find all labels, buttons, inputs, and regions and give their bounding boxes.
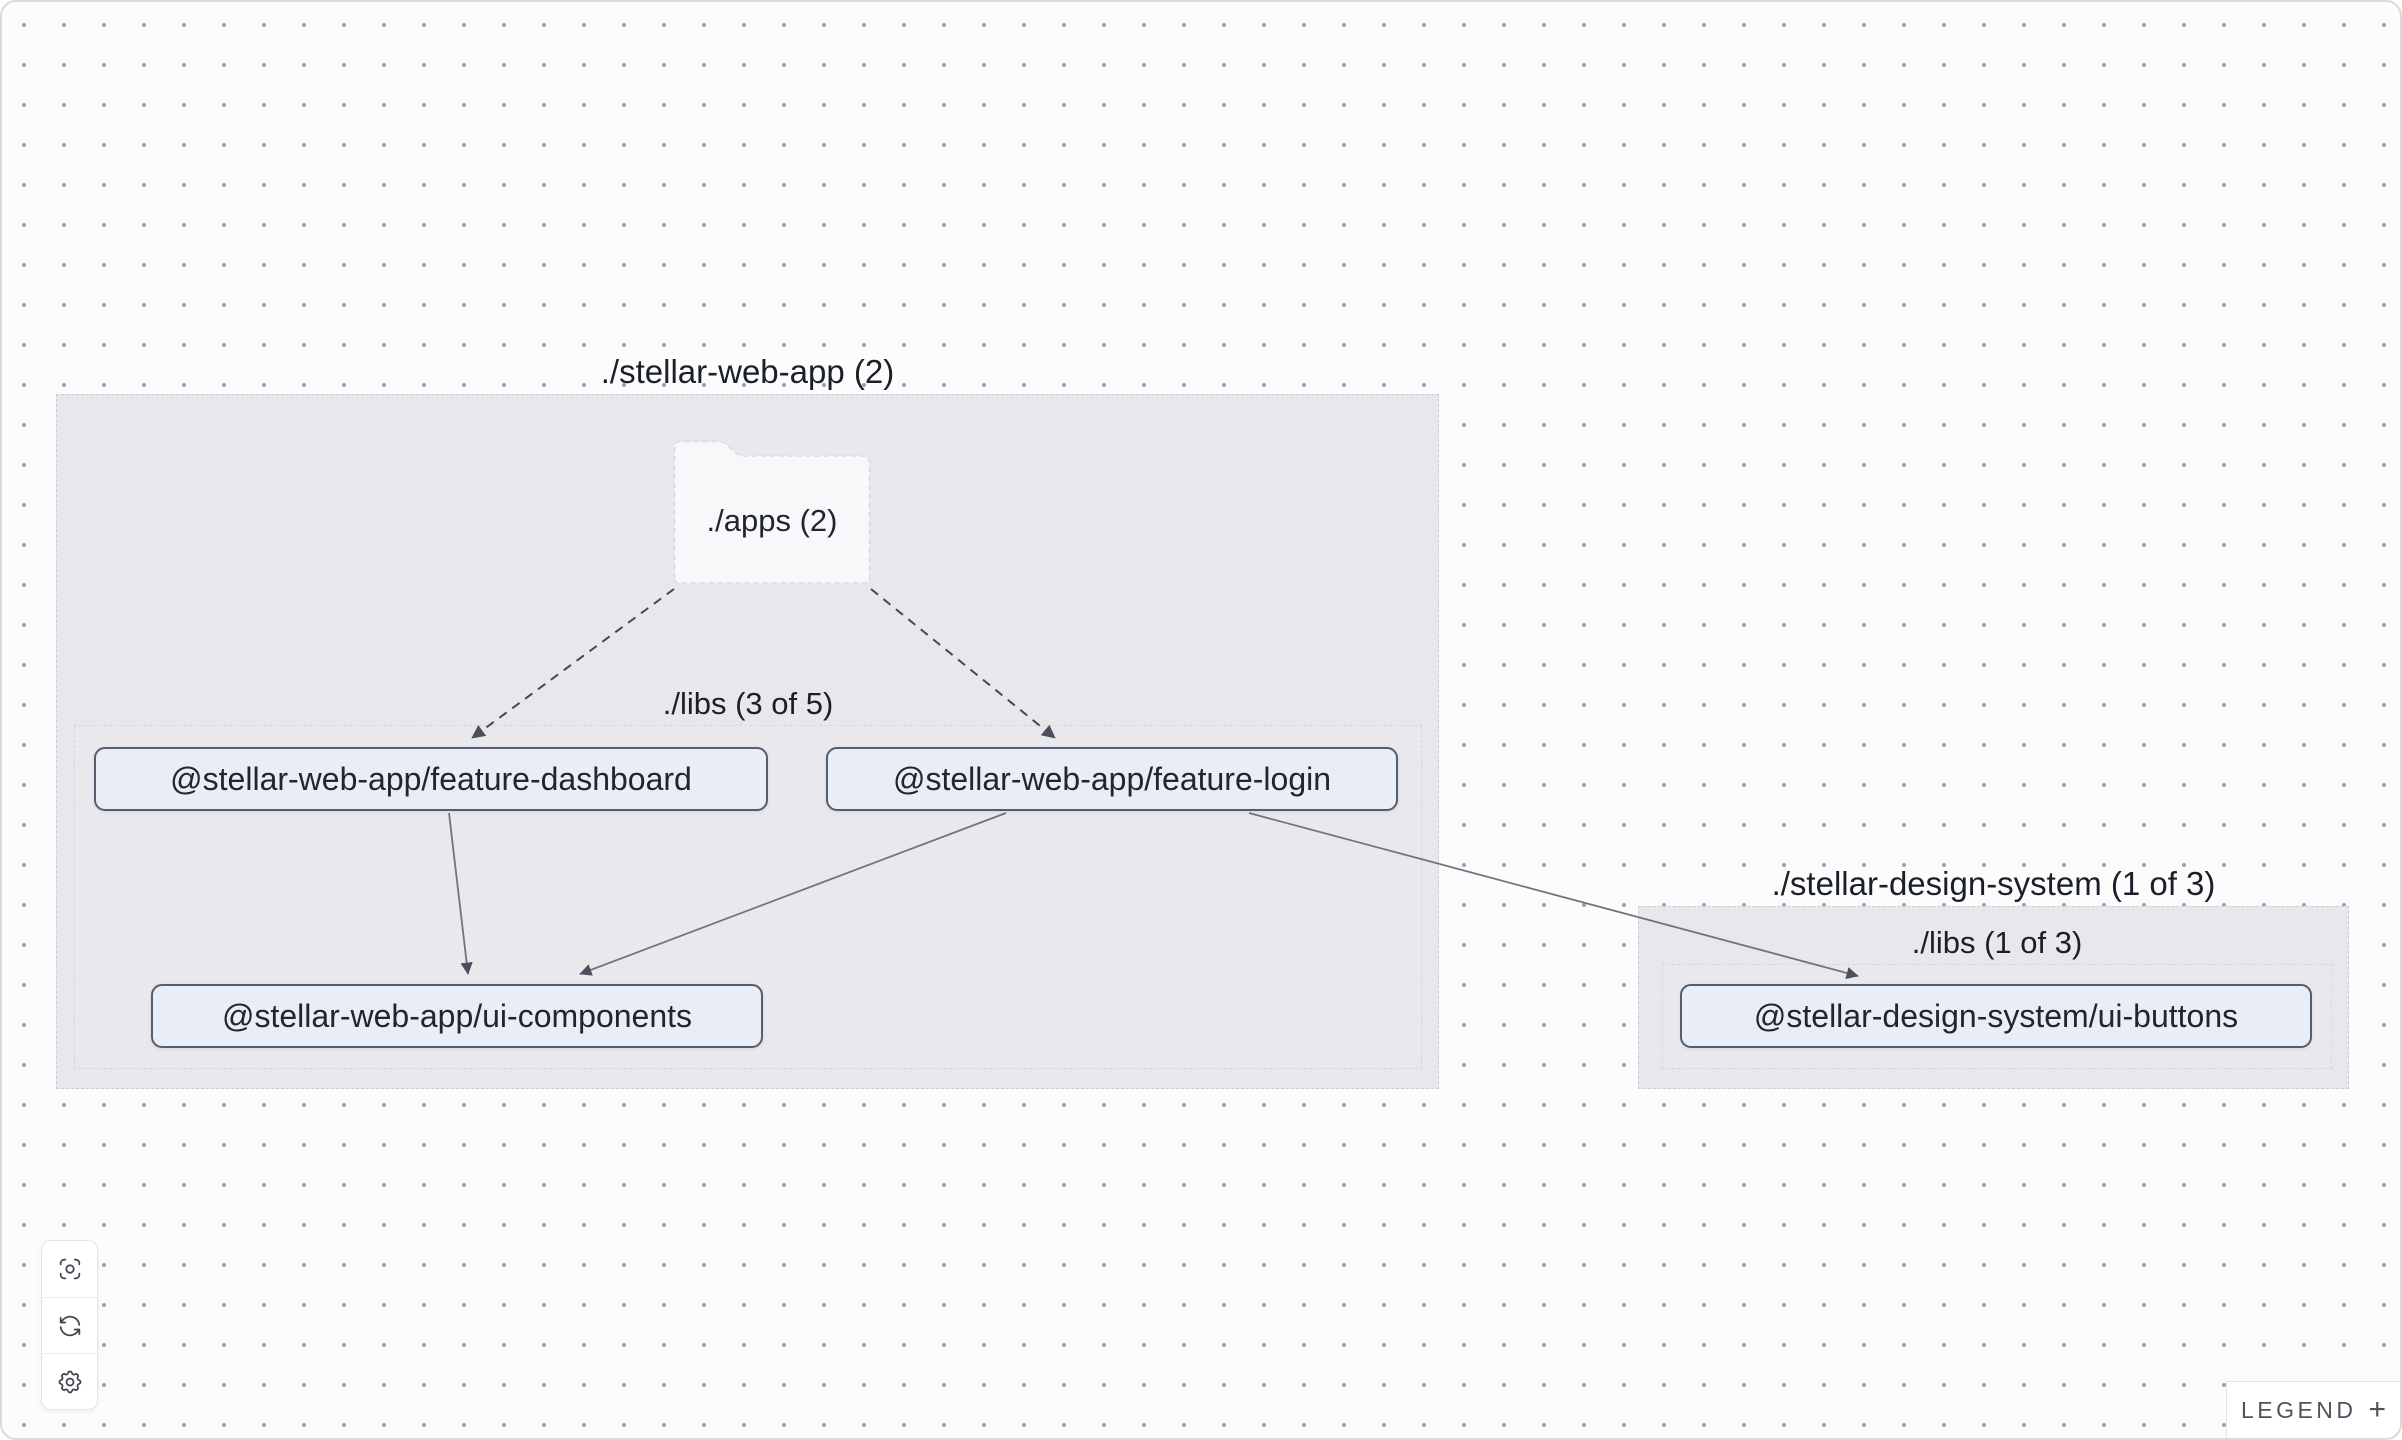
legend-toggle[interactable]: LEGEND + bbox=[2226, 1381, 2400, 1438]
plus-icon: + bbox=[2368, 1393, 2387, 1426]
node-feature-dashboard[interactable]: @stellar-web-app/feature-dashboard bbox=[94, 747, 768, 811]
node-ui-components[interactable]: @stellar-web-app/ui-components bbox=[151, 984, 763, 1048]
legend-label: LEGEND bbox=[2240, 1396, 2357, 1423]
focus-icon bbox=[59, 1258, 80, 1280]
graph-toolbar bbox=[41, 1240, 98, 1410]
group-title-stellar-web-app: ./stellar-web-app (2) bbox=[600, 353, 895, 390]
node-label: @stellar-design-system/ui-buttons bbox=[1753, 997, 2239, 1034]
node-label: @stellar-web-app/feature-login bbox=[892, 760, 1332, 797]
node-label: @stellar-web-app/ui-components bbox=[221, 997, 693, 1034]
refresh-graph-button[interactable] bbox=[42, 1297, 97, 1353]
node-feature-login[interactable]: @stellar-web-app/feature-login bbox=[826, 747, 1398, 811]
graph-settings-button[interactable] bbox=[42, 1353, 97, 1409]
subgroup-label-web-app-libs: ./libs (3 of 5) bbox=[662, 686, 834, 721]
folder-label: ./apps (2) bbox=[706, 503, 838, 538]
node-ui-buttons[interactable]: @stellar-design-system/ui-buttons bbox=[1680, 984, 2312, 1048]
folder-icon bbox=[673, 440, 871, 584]
center-graph-button[interactable] bbox=[42, 1241, 97, 1297]
gear-icon bbox=[58, 1370, 81, 1393]
node-label: @stellar-web-app/feature-dashboard bbox=[170, 760, 692, 797]
subgroup-label-design-system-libs: ./libs (1 of 3) bbox=[1911, 925, 2083, 960]
composite-node-apps-folder[interactable]: ./apps (2) bbox=[671, 436, 873, 586]
refresh-icon bbox=[59, 1315, 80, 1336]
group-title-stellar-design-system: ./stellar-design-system (1 of 3) bbox=[1771, 865, 2216, 902]
